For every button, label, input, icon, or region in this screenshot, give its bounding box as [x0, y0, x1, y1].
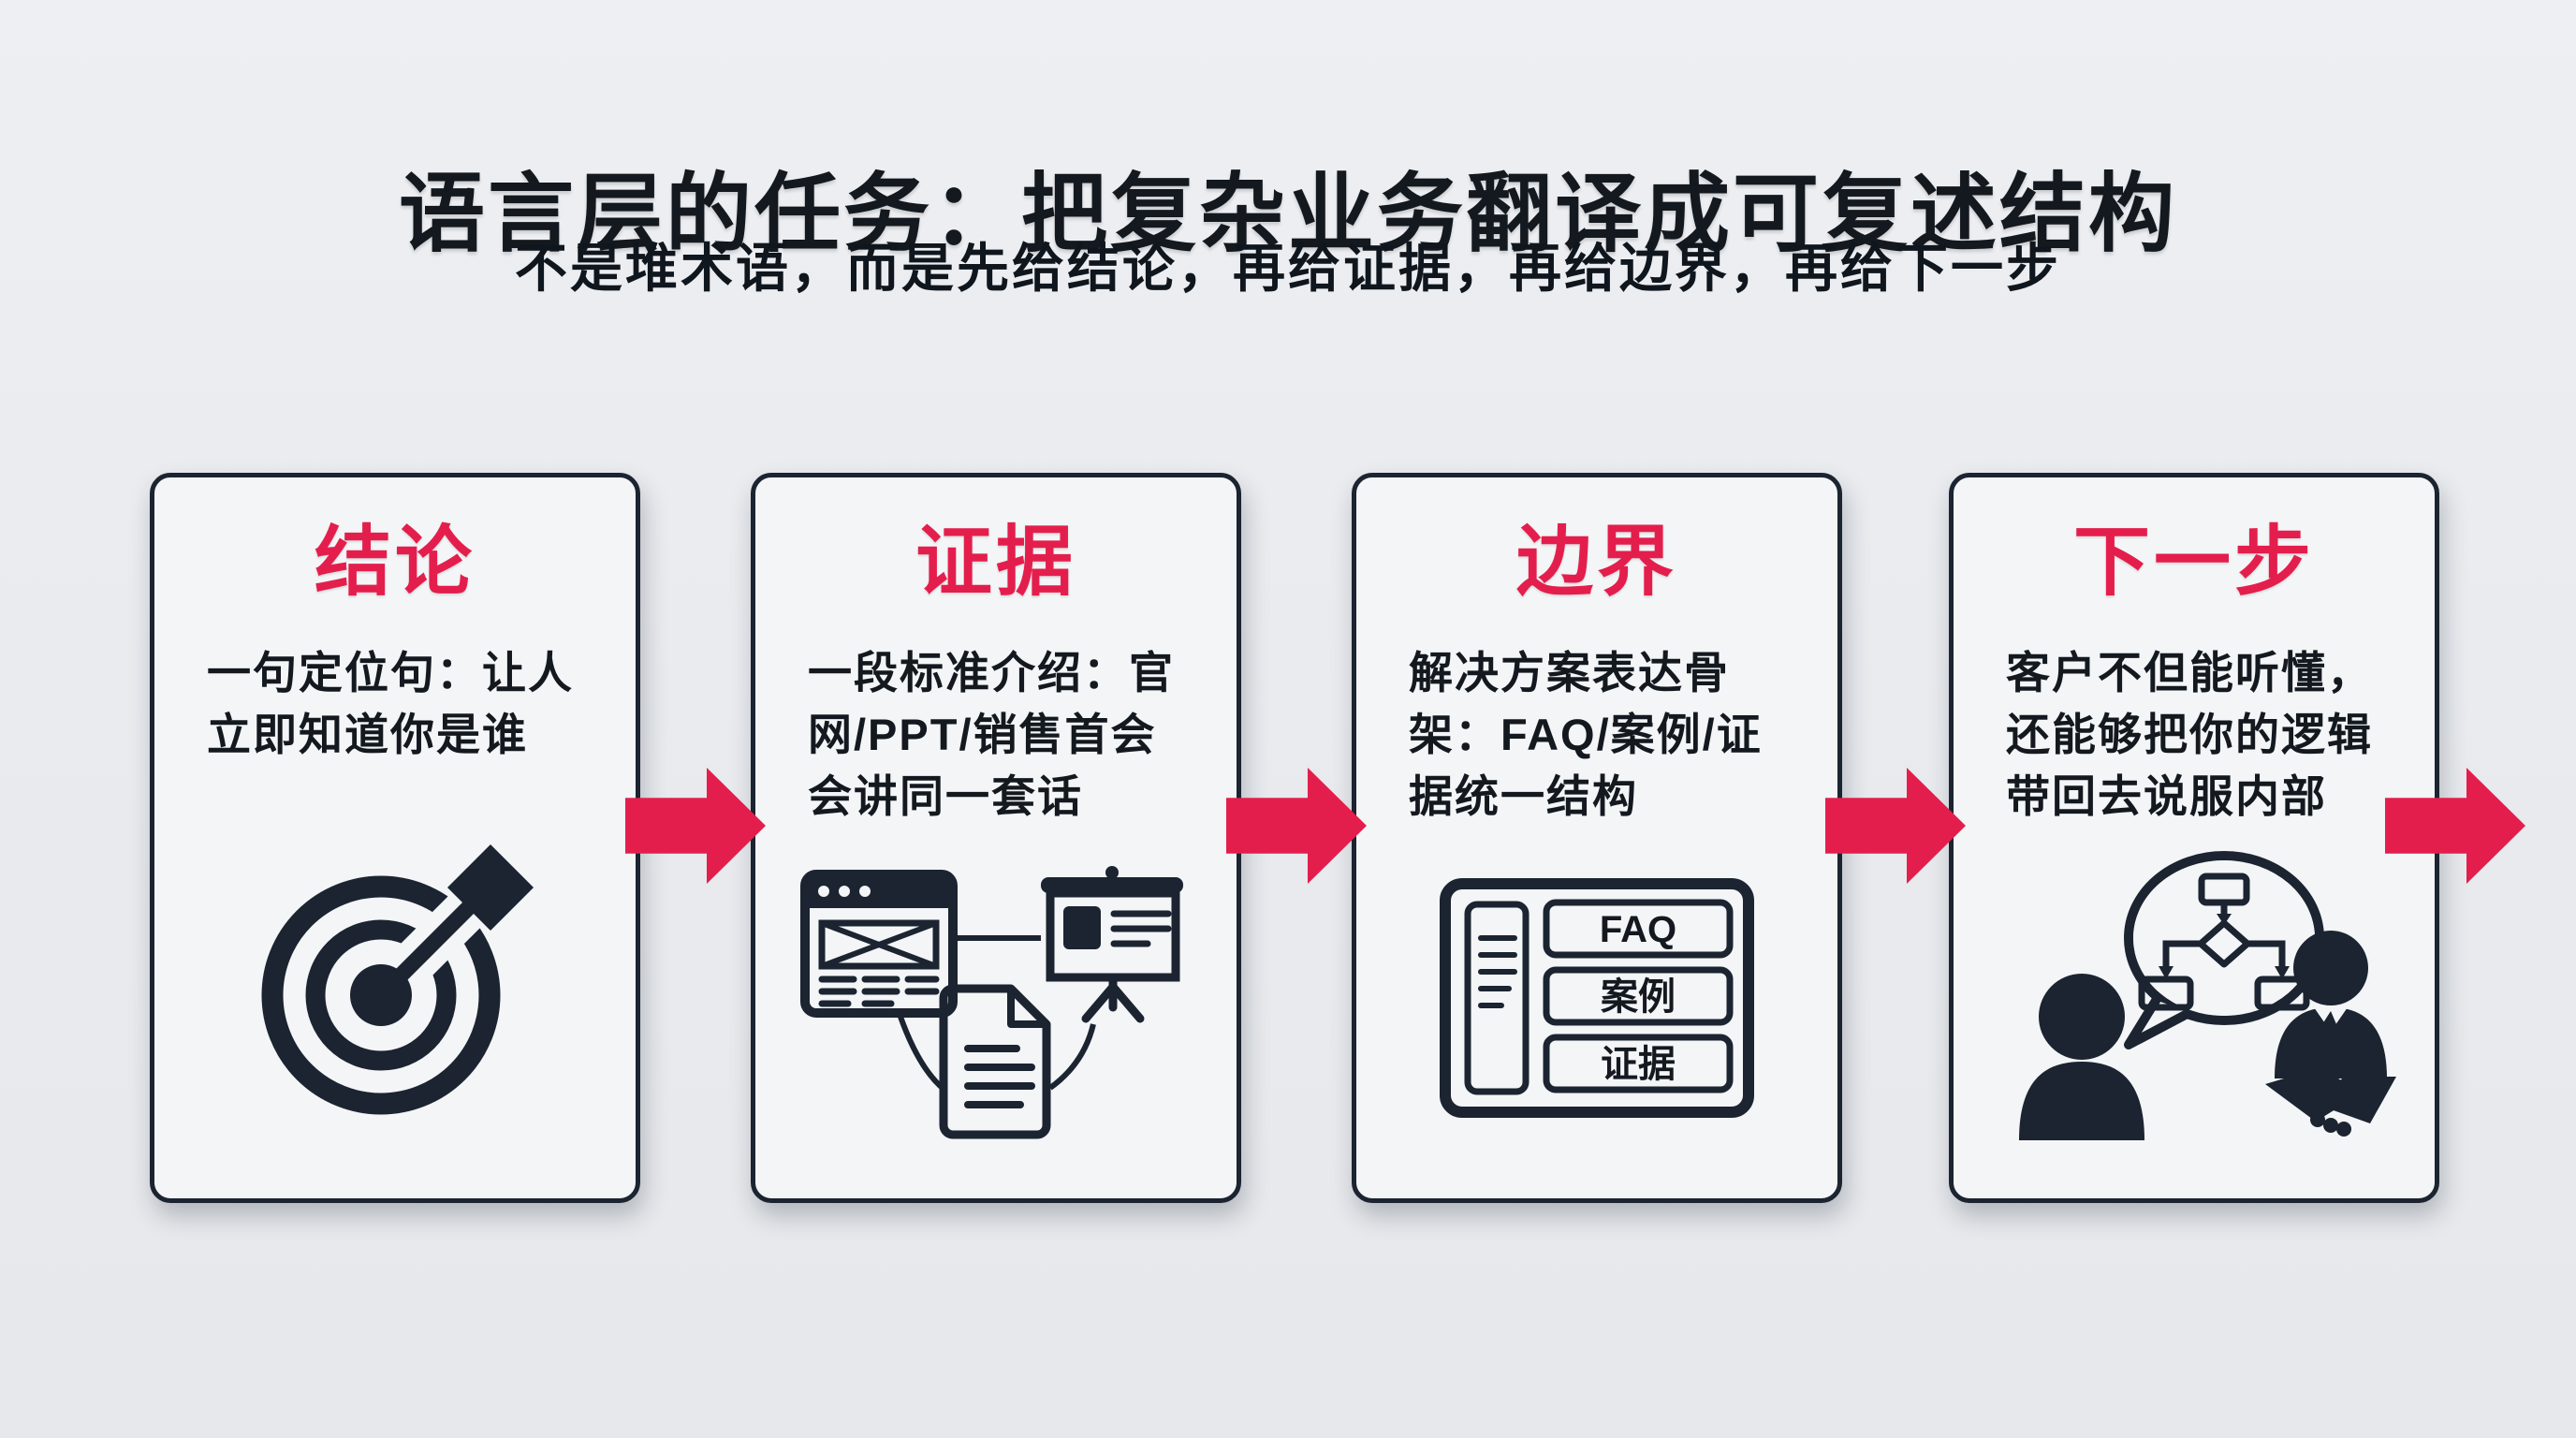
skeleton-label: 证据 [1601, 1044, 1676, 1085]
card-title: 证据 [915, 520, 1076, 605]
card-boundary: 边界 解决方案表达骨 架：FAQ/案例/证 据统一结构 FAQ [1352, 473, 1842, 1203]
browser-window-icon [800, 870, 958, 1018]
structure-skeleton-icon: FAQ 案例 证据 [1438, 876, 1756, 1120]
skeleton-section-case: 案例 [1543, 966, 1734, 1026]
connector-curve-left [898, 1015, 946, 1093]
conversation-handshake-icon [1988, 848, 2400, 1148]
card-title: 结论 [314, 520, 476, 605]
handshake-icon [2265, 1067, 2396, 1137]
flow-arrow-3 [1825, 768, 1966, 884]
target-icon [255, 843, 535, 1123]
speech-bubble-icon [2124, 851, 2324, 1049]
card-description: 一句定位句：让人 立即知道你是谁 [207, 648, 574, 759]
card-next-step: 下一步 客户不但能听懂， 还能够把你的逻辑 带回去说服内部 [1949, 473, 2439, 1203]
person-silhouette-icon [2019, 974, 2144, 1140]
skeleton-section-evidence: 证据 [1543, 1034, 1734, 1093]
card-description: 解决方案表达骨 架：FAQ/案例/证 据统一结构 [1409, 648, 1763, 821]
skeleton-section-faq: FAQ [1543, 899, 1734, 959]
page-subtitle: 不是堆术语，而是先给结论，再给证据，再给边界，再给下一步 [515, 239, 2061, 298]
page-title: 语言层的任务：把复杂业务翻译成可复述结构 [398, 166, 2177, 262]
flow-arrow-1 [625, 768, 766, 884]
presentation-board-icon [1041, 866, 1183, 1023]
skeleton-frame [1440, 878, 1754, 1118]
evidence-media-icon [799, 865, 1193, 1146]
skeleton-label: 案例 [1601, 976, 1676, 1018]
skeleton-sidebar [1464, 901, 1530, 1095]
connector-curve-right [1048, 1023, 1096, 1091]
businessman-silhouette-icon [2275, 931, 2387, 1078]
flow-arrow-2 [1226, 768, 1367, 884]
card-evidence: 证据 一段标准介绍：官 网/PPT/销售首会 会讲同一套话 [751, 473, 1241, 1203]
easel-tripod [1081, 973, 1145, 1023]
flowchart-icon [2138, 873, 2310, 1011]
card-conclusion: 结论 一句定位句：让人 立即知道你是谁 [150, 473, 640, 1203]
card-description: 客户不但能听懂， 还能够把你的逻辑 带回去说服内部 [2006, 648, 2373, 821]
document-icon [939, 984, 1051, 1139]
card-title: 下一步 [2072, 520, 2315, 605]
skeleton-label: FAQ [1600, 909, 1676, 950]
card-description: 一段标准介绍：官 网/PPT/销售首会 会讲同一套话 [808, 648, 1175, 821]
card-title: 边界 [1515, 520, 1677, 605]
